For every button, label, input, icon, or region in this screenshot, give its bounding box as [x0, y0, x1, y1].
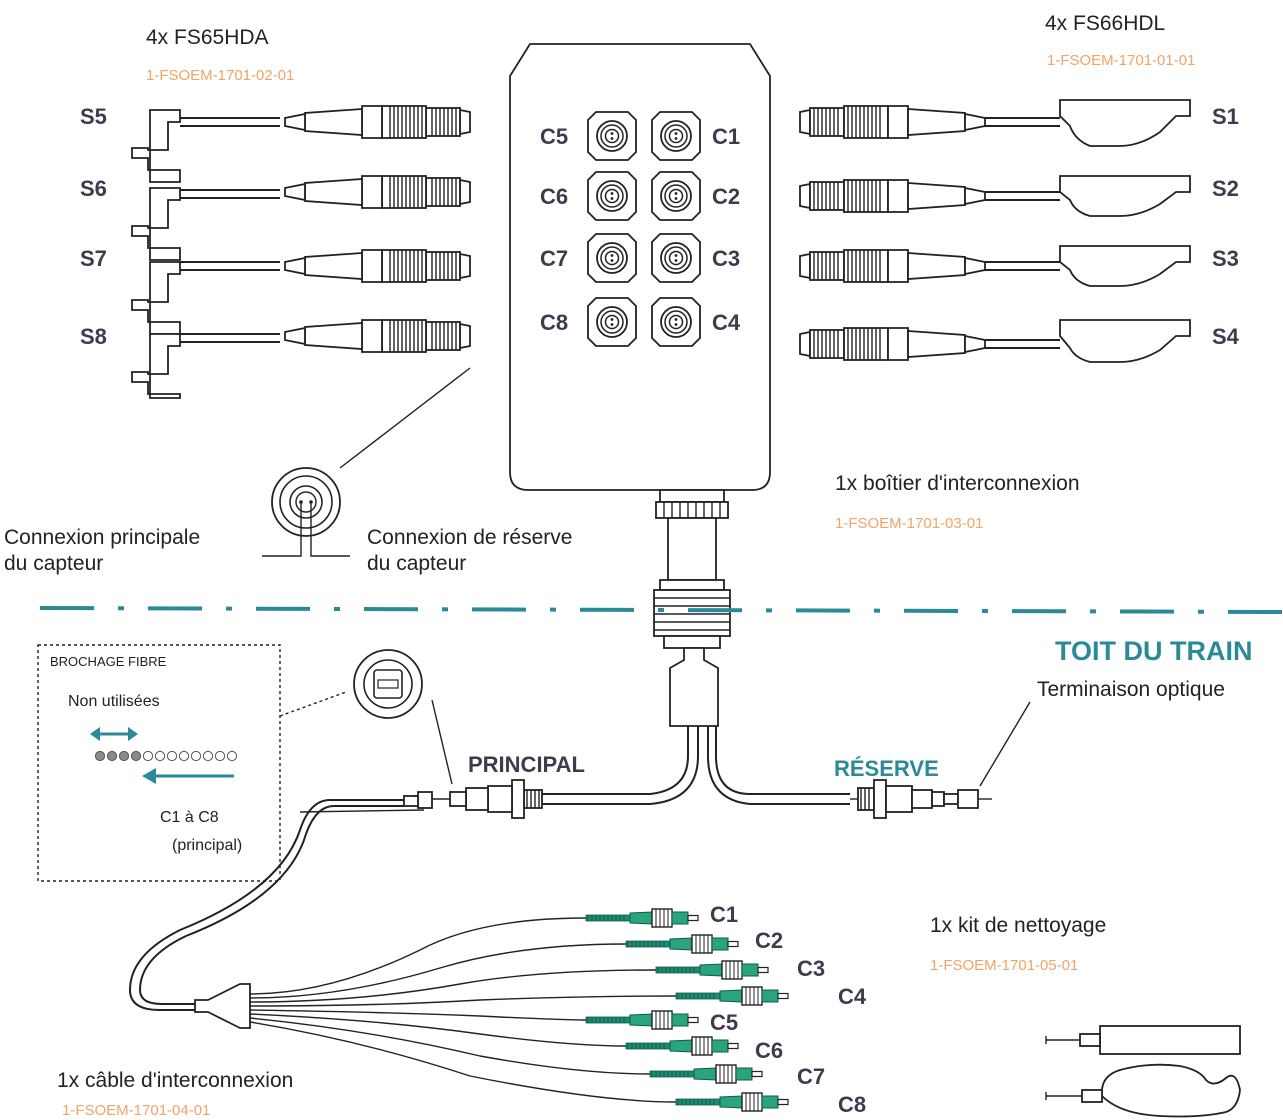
fiber-dot — [142, 750, 154, 762]
fiber-label-c7: C7 — [797, 1064, 825, 1089]
fiber-dot — [154, 750, 166, 762]
sensors-left-title: 4x FS65HDA — [146, 26, 269, 49]
fiber-label-c3: C3 — [797, 956, 825, 981]
sensors-left-part: 1-FSOEM-1701-02-01 — [146, 67, 294, 84]
box-label-c2: C2 — [712, 184, 740, 209]
fiber-label-c4: C4 — [838, 984, 867, 1009]
y-split-cable — [299, 699, 1031, 819]
sensor-label-s2: S2 — [1212, 176, 1239, 201]
sensor-label-s8: S8 — [80, 324, 107, 349]
sensor-right-2 — [799, 175, 1191, 217]
branch-main-label: PRINCIPAL — [468, 752, 585, 777]
box-label-c6: C6 — [540, 184, 568, 209]
sensor-right-1 — [799, 99, 1191, 147]
interconnection-box — [509, 43, 771, 727]
roof-label: TOIT DU TRAIN — [1055, 636, 1253, 666]
box-label-c5: C5 — [540, 124, 568, 149]
sensor-label-s7: S7 — [80, 246, 107, 271]
cleaning-kit — [1045, 1025, 1241, 1118]
sensor-connector-detail — [262, 367, 471, 557]
sensor-left-1 — [131, 105, 471, 183]
sensor-label-s4: S4 — [1212, 324, 1240, 349]
fiber-label-c6: C6 — [755, 1038, 783, 1063]
optical-termination-label: Terminaison optique — [1037, 678, 1225, 701]
fiber-dot — [118, 750, 130, 762]
pinout-range-label: C1 à C8 — [160, 809, 219, 826]
sensors-right-title: 4x FS66HDL — [1045, 12, 1165, 35]
fiber-pinout-box — [37, 644, 423, 882]
fiber-dot — [226, 750, 238, 762]
cable-part: 1-FSOEM-1701-04-01 — [62, 1102, 210, 1119]
fiber-dot — [178, 750, 190, 762]
fanout-cable — [128, 791, 789, 1112]
connection-spare-label-line2: du capteur — [367, 552, 466, 575]
pinout-unused-label: Non utilisées — [68, 693, 160, 710]
fiber-dot — [106, 750, 118, 762]
fiber-label-c5: C5 — [710, 1010, 738, 1035]
fiber-label-c2: C2 — [755, 928, 783, 953]
branch-spare-label: RÉSERVE — [834, 756, 939, 781]
roof-line — [39, 606, 1283, 614]
box-part: 1-FSOEM-1701-03-01 — [835, 515, 983, 532]
fiber-dot — [214, 750, 226, 762]
fiber-dots — [94, 750, 238, 762]
pinout-title: BROCHAGE FIBRE — [50, 654, 167, 669]
fiber-dot — [202, 750, 214, 762]
fiber-dot — [166, 750, 178, 762]
box-label-c1: C1 — [712, 124, 740, 149]
fiber-dot — [190, 750, 202, 762]
box-title: 1x boîtier d'interconnexion — [835, 472, 1080, 495]
sensor-label-s3: S3 — [1212, 246, 1239, 271]
fiber-label-c8: C8 — [838, 1092, 866, 1117]
sensor-label-s5: S5 — [80, 104, 107, 129]
sensor-right-4 — [799, 319, 1191, 363]
connection-spare-label-line1: Connexion de réserve — [367, 526, 572, 549]
connection-main-label-line2: du capteur — [4, 552, 103, 575]
sensor-left-4 — [131, 319, 471, 399]
box-label-c7: C7 — [540, 246, 568, 271]
box-label-c3: C3 — [712, 246, 740, 271]
fiber-dot — [130, 750, 142, 762]
kit-title: 1x kit de nettoyage — [930, 914, 1106, 937]
sensors-right-part: 1-FSOEM-1701-01-01 — [1047, 52, 1195, 69]
cable-title: 1x câble d'interconnexion — [57, 1069, 293, 1092]
kit-part: 1-FSOEM-1701-05-01 — [930, 957, 1078, 974]
sensor-right-3 — [799, 245, 1191, 287]
sensor-label-s1: S1 — [1212, 104, 1239, 129]
sensor-left-3 — [131, 249, 471, 335]
fiber-label-c1: C1 — [710, 902, 738, 927]
pinout-range-note: (principal) — [172, 837, 242, 854]
fiber-dot — [94, 750, 106, 762]
box-label-c4: C4 — [712, 310, 741, 335]
sensor-left-2 — [131, 175, 471, 261]
sensor-label-s6: S6 — [80, 176, 107, 201]
connection-main-label-line1: Connexion principale — [4, 526, 200, 549]
box-label-c8: C8 — [540, 310, 568, 335]
